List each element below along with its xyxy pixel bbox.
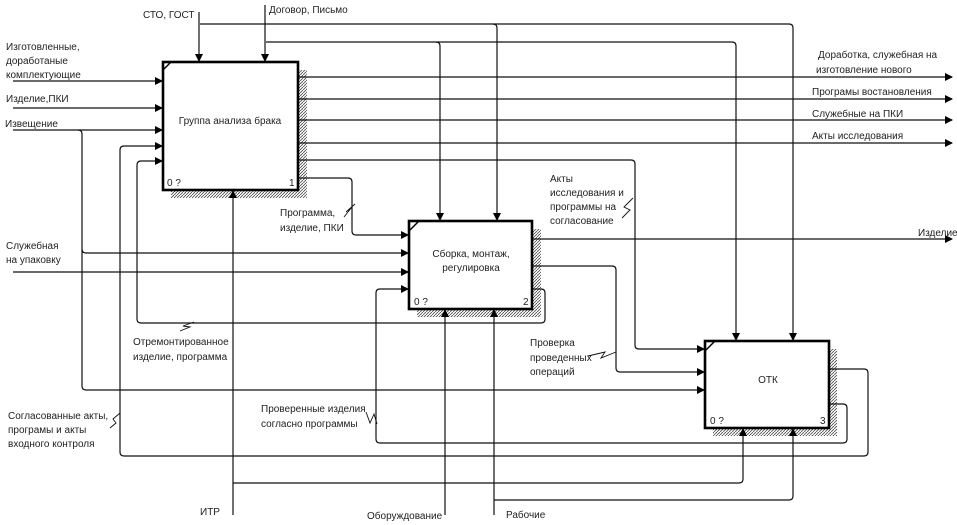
label-dogovor: Договор, Письмо [269, 5, 348, 16]
arrow-proverennye-loop [375, 285, 848, 444]
label-soglasovannye-1: Согласованные акты, [8, 411, 108, 422]
label-sluzhebnaya-1: Служебная [6, 240, 59, 252]
label-izgotovlennye-3: комплектующие [6, 70, 81, 81]
arrow-dogovor-branch [266, 41, 740, 341]
box1-node: 0 ? [167, 178, 181, 189]
label-sto: СТО, ГОСТ [143, 10, 195, 21]
box2-title-line1: Сборка, монтаж, [432, 248, 509, 260]
arrow-rabochie-branch [494, 428, 797, 501]
label-programmy: Програмы востановления [812, 87, 932, 98]
squiggle-otremontirovannoe [179, 321, 195, 332]
activity-box-2[interactable]: Сборка, монтаж, регулировка 0 ? 2 [407, 219, 534, 311]
arrow-sto-box2 [492, 23, 501, 221]
label-akty-soglasovanie-3: программы на [550, 202, 617, 213]
label-itr: ИТР [200, 507, 220, 518]
arrow-labels: СТО, ГОСТ Договор, Письмо Изготовленные,… [5, 5, 957, 522]
label-proverennye-1: Проверенные изделия [261, 404, 366, 415]
label-proverka-1: Проверка [530, 338, 575, 349]
label-soglasovannye-2: програмы и акты [8, 425, 86, 436]
label-otremontirovannoe-1: Отремонтированное [133, 337, 229, 348]
arrow-otremontirovannoe-loop [136, 157, 546, 324]
label-akty: Акты исследования [812, 131, 903, 142]
box2-number: 2 [523, 297, 529, 308]
box1-title: Группа анализа брака [179, 115, 282, 127]
squiggle-proverka [587, 351, 617, 359]
box3-number: 3 [820, 416, 826, 427]
box1-number: 1 [289, 178, 295, 189]
label-oborudovanie: Оборуждование [367, 510, 443, 522]
label-proverka-2: проведенных [530, 353, 592, 364]
label-otremontirovannoe-2: изделие, программа [133, 352, 228, 363]
label-akty-soglasovanie-4: согласование [550, 216, 614, 227]
arrows [13, 5, 953, 515]
label-soglasovannye-3: входного контроля [8, 439, 95, 450]
squiggle-programma [343, 203, 356, 218]
label-programma-1: Программа, [280, 208, 335, 219]
arrow-dogovor-box2 [435, 41, 444, 221]
squiggle-proverennye [365, 411, 378, 425]
box3-node: 0 ? [710, 416, 724, 427]
label-izveshchenie: Извещение [5, 119, 58, 130]
label-dorabotka-1: Доработка, служебная на [818, 49, 938, 61]
label-izgotovlennye-1: Изготовленные, [6, 42, 80, 53]
arrow-izveshchenie-box2 [81, 248, 409, 257]
squiggle-akty-soglasovanie [621, 197, 634, 219]
label-izdelie-pki: Изделие,ПКИ [6, 94, 69, 105]
label-rabochie: Рабочие [506, 509, 546, 521]
activity-box-3[interactable]: ОТК 0 ? 3 [703, 339, 831, 430]
label-dorabotka-2: изготовление нового [816, 65, 912, 76]
box2-title-line2: регулировка [442, 263, 500, 274]
label-izgotovlennye-2: доработаные [6, 55, 68, 67]
label-akty-soglasovanie-2: исследования и [550, 188, 624, 199]
label-sluzhebnye-pki: Служебные на ПКИ [812, 108, 903, 120]
label-izdelie: Изделие [918, 228, 957, 239]
label-programma-2: изделие, ПКИ [280, 223, 344, 234]
activity-box-1[interactable]: Группа анализа брака 0 ? 1 [161, 60, 300, 192]
arrow-sto-branch [200, 23, 797, 341]
arrow-izveshchenie-branch [77, 129, 705, 394]
squiggle-soglasovannye [109, 412, 121, 429]
box3-title: ОТК [758, 375, 778, 386]
box2-node: 0 ? [414, 297, 428, 308]
arrow-proverka [532, 265, 705, 376]
arrow-itr-branch [233, 428, 747, 484]
label-proverennye-2: согласно программы [261, 419, 358, 430]
label-sluzhebnaya-2: на упаковку [6, 255, 61, 266]
arrow-akty-soglasovanie [298, 159, 705, 353]
label-akty-soglasovanie-1: Акты [550, 174, 573, 185]
label-proverka-3: операций [530, 367, 575, 378]
